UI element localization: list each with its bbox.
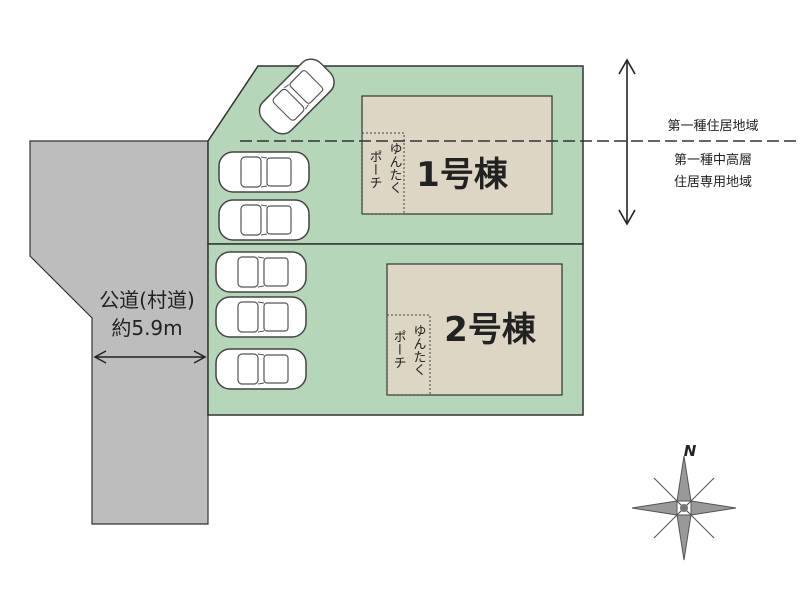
car-icon	[218, 199, 310, 241]
building-2	[386, 263, 563, 396]
arrow-head-down	[618, 209, 636, 226]
car-icon	[215, 296, 307, 338]
porch-2-label-line1: ゆんたく	[411, 324, 426, 376]
compass-icon	[631, 455, 737, 561]
porch-2	[386, 314, 431, 396]
dim-arrow-left	[93, 350, 107, 364]
dim-arrow-right	[193, 350, 207, 364]
car-icon	[215, 348, 307, 390]
car-icon	[218, 151, 310, 193]
building-1-label: 1号棟	[416, 155, 509, 195]
porch-1-label-line1: ゆんたく	[387, 142, 402, 194]
compass-north-label: N	[684, 442, 697, 460]
arrow-head-up	[618, 58, 636, 75]
zoning-upper-label: 第一種住居地域	[667, 118, 758, 134]
car-icon	[215, 251, 307, 293]
porch-1-label-line2: ポーチ	[367, 150, 382, 189]
porch-1	[361, 132, 405, 215]
building-2-label: 2号棟	[444, 310, 537, 350]
road-label: 公道(村道)	[99, 288, 195, 312]
road-width-label: 約5.9m	[111, 316, 182, 340]
zoning-lower-label-line2: 住居専用地域	[674, 175, 752, 190]
zoning-lower-label-line1: 第一種中高層	[674, 152, 752, 168]
porch-2-label-line2: ポーチ	[391, 330, 406, 369]
